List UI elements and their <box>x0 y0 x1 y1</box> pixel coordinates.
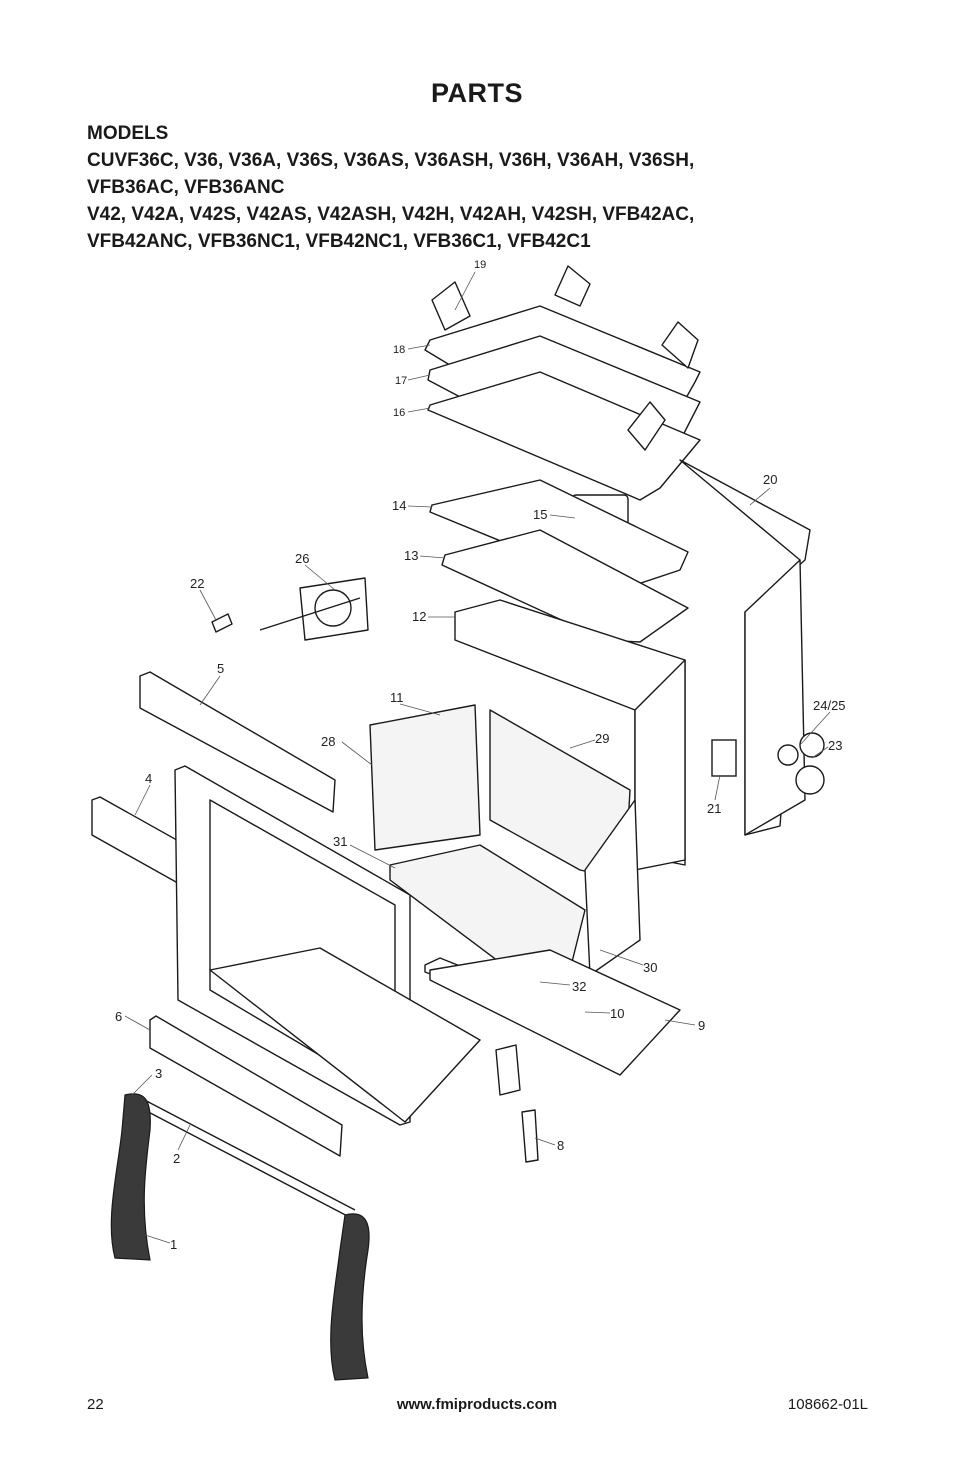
callout-18: 18 <box>393 344 405 356</box>
screen-rod-2b <box>134 1104 356 1221</box>
bracket-19d <box>627 401 666 451</box>
part-24-25 <box>777 744 799 766</box>
callout-5: 5 <box>217 661 224 676</box>
document-number: 108662-01L <box>787 1396 868 1413</box>
callout-26: 26 <box>295 551 309 566</box>
callout-17: 17 <box>395 375 407 387</box>
callout-24-25: 24/25 <box>813 698 846 713</box>
models-line: VFB36AC, VFB36ANC <box>87 177 285 198</box>
base-9 <box>429 949 681 1076</box>
callout-31: 31 <box>333 834 347 849</box>
page-number: 22 <box>87 1396 104 1413</box>
callout-12: 12 <box>412 609 426 624</box>
part-23-b <box>795 765 825 795</box>
website-link[interactable]: www.fmiproducts.com <box>396 1396 558 1413</box>
top-panel-16 <box>427 371 701 501</box>
callout-21: 21 <box>707 801 721 816</box>
bracket-8b <box>521 1109 539 1163</box>
side-panel-20-outer <box>744 559 806 836</box>
callout-28: 28 <box>321 734 335 749</box>
callout-6: 6 <box>115 1009 122 1024</box>
clip-22 <box>211 613 233 633</box>
bracket-8a <box>495 1044 521 1096</box>
callout-16: 16 <box>393 407 405 419</box>
callout-11: 11 <box>390 690 404 705</box>
panel-14 <box>429 479 689 591</box>
junction-block-21 <box>711 739 737 777</box>
callout-15: 15 <box>533 507 547 522</box>
bracket-19c <box>661 321 699 369</box>
callout-10: 10 <box>610 1006 624 1021</box>
callout-1: 1 <box>170 1237 177 1252</box>
panel-13 <box>441 529 689 643</box>
screen-rod-2 <box>134 1094 356 1211</box>
bracket-19a <box>431 281 471 331</box>
models-line: VFB42ANC, VFB36NC1, VFB42NC1, VFB36C1, V… <box>87 231 591 252</box>
exploded-parts-diagram: 19 18 17 16 20 14 15 13 26 22 12 5 11 24… <box>91 259 846 1381</box>
callout-4: 4 <box>145 771 152 786</box>
burner-support-30 <box>584 799 641 976</box>
callout-8: 8 <box>557 1138 564 1153</box>
callout-2: 2 <box>173 1151 180 1166</box>
leader-lines <box>124 271 831 1244</box>
models-heading: MODELS <box>87 123 169 144</box>
models-line: V42, V42A, V42S, V42AS, V42ASH, V42H, V4… <box>87 204 695 225</box>
louver-5 <box>139 671 336 813</box>
screen-mesh-1-left <box>110 1093 151 1261</box>
callout-29: 29 <box>595 731 609 746</box>
refractory-28 <box>369 704 481 851</box>
callout-labels: 19 18 17 16 20 14 15 13 26 22 12 5 11 24… <box>115 259 846 1252</box>
callout-22: 22 <box>190 576 204 591</box>
callout-32: 32 <box>572 979 586 994</box>
callout-20: 20 <box>763 472 777 487</box>
callout-23: 23 <box>828 738 842 753</box>
damper-26-disc <box>314 589 352 627</box>
screen-mesh-1-right <box>330 1213 370 1381</box>
page-title: PARTS <box>430 78 523 108</box>
bracket-19b <box>554 265 591 307</box>
callout-3: 3 <box>155 1066 162 1081</box>
callout-13: 13 <box>404 548 418 563</box>
models-list: MODELS CUVF36C, V36, V36A, V36S, V36AS, … <box>87 120 907 255</box>
callout-19: 19 <box>474 259 486 271</box>
callout-9: 9 <box>698 1018 705 1033</box>
base-tray <box>209 947 481 1123</box>
callout-30: 30 <box>643 960 657 975</box>
callout-14: 14 <box>392 498 406 513</box>
part-23-a <box>799 732 825 758</box>
models-line: CUVF36C, V36, V36A, V36S, V36AS, V36ASH,… <box>87 150 695 171</box>
trim-6 <box>149 1015 343 1157</box>
damper-rod <box>259 597 361 631</box>
